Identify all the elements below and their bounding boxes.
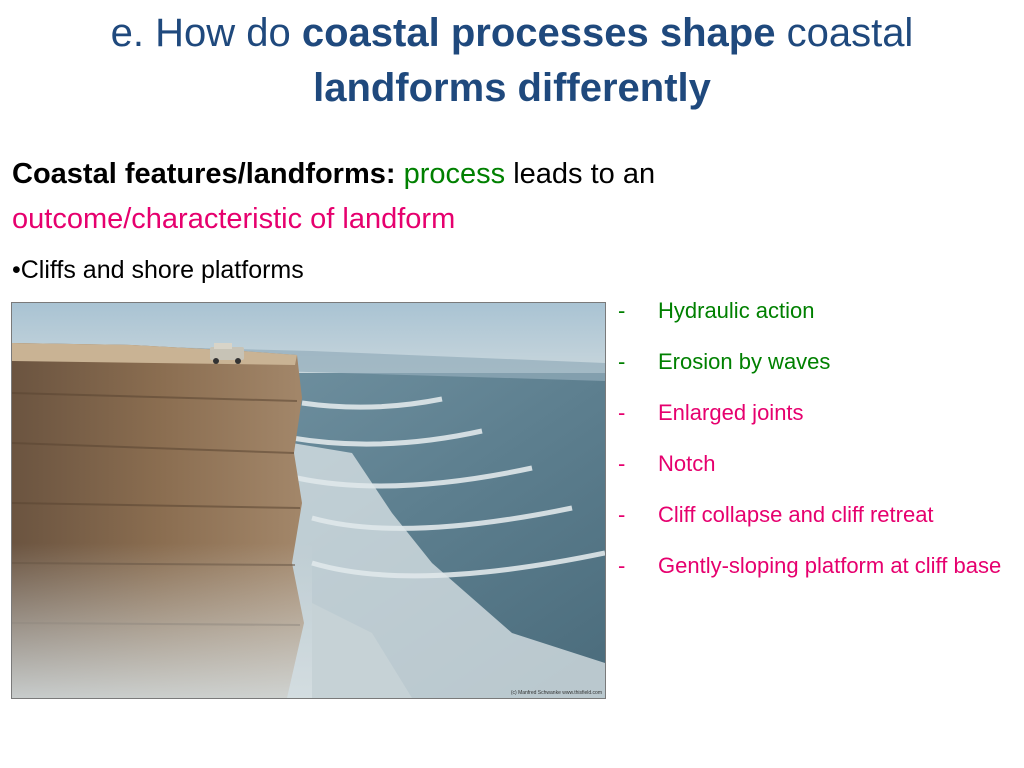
list-item-text: Gently-sloping platform at cliff base bbox=[658, 553, 1002, 578]
list-dash: - bbox=[618, 400, 626, 425]
title-prefix: e. How do bbox=[110, 11, 302, 55]
list-item: - Erosion by waves bbox=[618, 345, 1018, 379]
list-dash: - bbox=[618, 451, 626, 476]
list-dash: - bbox=[618, 502, 626, 527]
list-item-text: Enlarged joints bbox=[658, 400, 804, 425]
heading-process: process bbox=[403, 158, 506, 190]
list-item-text: Hydraulic action bbox=[658, 298, 815, 323]
title-bold-2: landforms differently bbox=[313, 66, 711, 110]
cliff-photo: (c) Manfred Schwanke www.thisfield.com bbox=[11, 302, 606, 699]
list-item-text: Cliff collapse and cliff retreat bbox=[658, 502, 934, 527]
list-dash: - bbox=[618, 553, 626, 578]
heading-leads: leads to an bbox=[513, 158, 656, 190]
list-item-text: Erosion by waves bbox=[658, 349, 831, 374]
slide-title: e. How do coastal processes shape coasta… bbox=[40, 6, 984, 116]
list-item-text: Notch bbox=[658, 451, 716, 476]
photo-credit: (c) Manfred Schwanke www.thisfield.com bbox=[511, 690, 602, 696]
list-item: - Hydraulic action bbox=[618, 294, 1018, 328]
title-middle: coastal bbox=[775, 11, 914, 55]
list-dash: - bbox=[618, 298, 626, 323]
list-item: - Gently-sloping platform at cliff base bbox=[618, 549, 1018, 583]
process-list: - Hydraulic action - Erosion by waves - Enl… bbox=[618, 294, 1018, 600]
heading-outcome: outcome/characteristic of landform bbox=[12, 203, 456, 235]
list-item: - Enlarged joints bbox=[618, 396, 1018, 430]
features-heading: Coastal features/landforms: process lead… bbox=[12, 152, 1012, 242]
list-item: - Cliff collapse and cliff retreat bbox=[618, 498, 1018, 532]
title-bold-1: coastal processes shape bbox=[301, 11, 776, 55]
list-dash: - bbox=[618, 349, 626, 374]
list-item: - Notch bbox=[618, 447, 1018, 481]
main-bullet: •Cliffs and shore platforms bbox=[12, 256, 304, 284]
heading-label: Coastal features/landforms: bbox=[12, 158, 396, 190]
